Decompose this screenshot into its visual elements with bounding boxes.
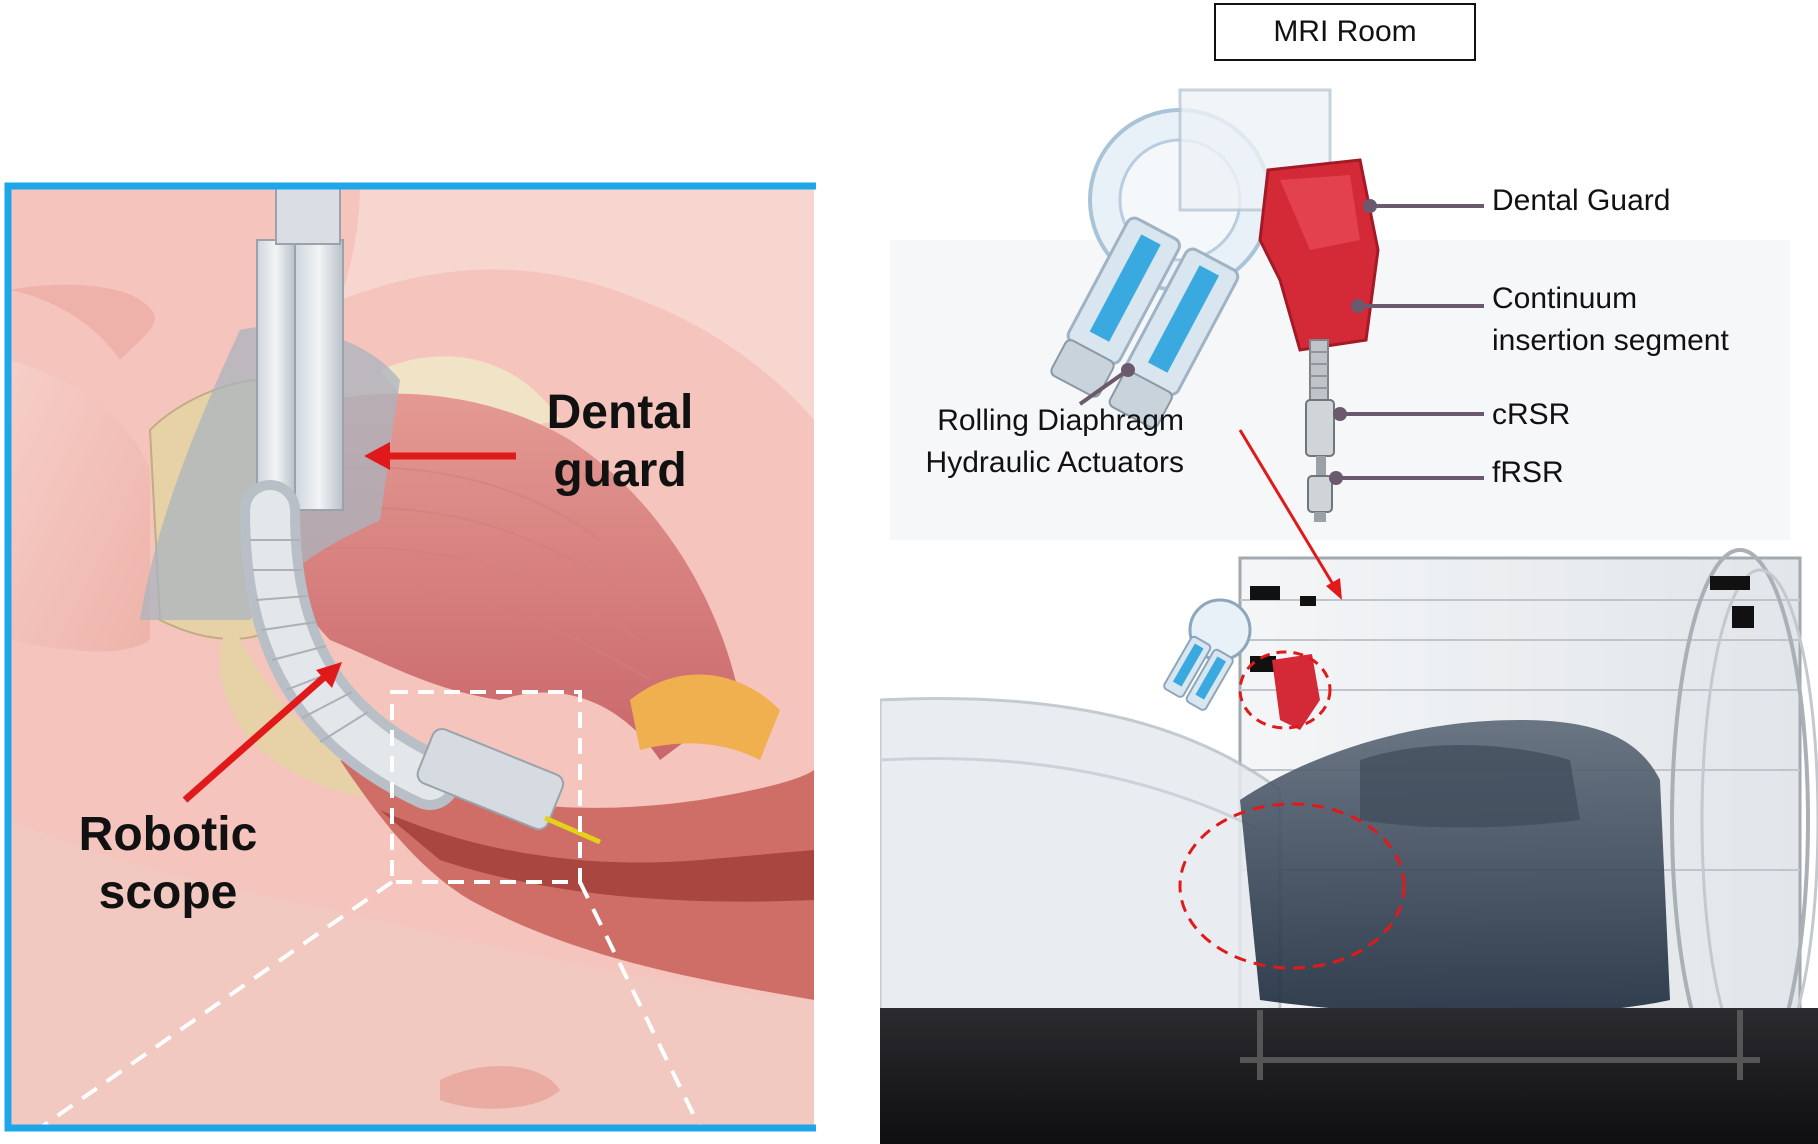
label-continuum: Continuum insertion segment xyxy=(1492,278,1729,362)
robot-detail xyxy=(1050,88,1380,522)
neck-shape xyxy=(10,820,814,1128)
leader-actuators xyxy=(1078,368,1130,406)
patient-body xyxy=(880,696,1282,1042)
table-legs xyxy=(1240,1010,1760,1080)
robotic-scope-label-line2: scope xyxy=(98,866,238,919)
mri-setup-illustration xyxy=(880,88,1818,1144)
label-continuum-line2: insertion segment xyxy=(1492,324,1729,357)
robotic-scope xyxy=(240,183,601,845)
robot-in-scanner xyxy=(1163,598,1320,730)
zoom-box xyxy=(390,690,582,884)
mri-room-label: MRI Room xyxy=(1273,15,1417,48)
zoom-arrow xyxy=(1238,429,1336,587)
airway-highlight-circle xyxy=(1178,802,1406,970)
ear-shape xyxy=(440,1066,560,1109)
label-actuators: Rolling Diaphragm Hydraulic Actuators xyxy=(894,400,1184,484)
label-continuum-line1: Continuum xyxy=(1492,282,1638,315)
epiglottis-shape xyxy=(630,674,780,760)
chin-shape xyxy=(10,360,150,652)
zoom-arrowhead xyxy=(1326,578,1342,600)
dental-guard-arrowhead xyxy=(364,442,390,470)
floor xyxy=(880,1008,1818,1144)
label-actuators-line1: Rolling Diaphragm xyxy=(937,404,1184,437)
zoom-line-left xyxy=(38,880,394,1130)
mri-room-label-box: MRI Room xyxy=(1214,3,1476,61)
label-actuators-line2: Hydraulic Actuators xyxy=(925,446,1184,479)
mri-setup-panel: MRI Room Dental Guard Continuum insertio… xyxy=(880,0,1818,1144)
jaw-lower xyxy=(219,620,420,798)
head-scan-detail xyxy=(1360,745,1580,828)
robotic-scope-arrowhead xyxy=(316,662,342,688)
dental-guard-label-line1: Dental xyxy=(546,386,694,439)
guard-highlight-circle xyxy=(1238,650,1332,730)
leader-dots xyxy=(1121,199,1377,485)
dental-guard-label-line2: guard xyxy=(553,444,687,497)
robotic-scope-arrow xyxy=(182,669,333,803)
frame-border xyxy=(4,182,816,1132)
label-crsr: cRSR xyxy=(1492,398,1571,431)
patient-body-line xyxy=(880,756,1261,832)
nasal-region xyxy=(340,184,814,420)
anatomy-illustration-panel: Dental guard Robotic scope xyxy=(0,0,820,1144)
lips-shape xyxy=(10,284,155,360)
label-dental-guard: Dental Guard xyxy=(1492,184,1671,217)
robotic-scope-label: Robotic scope xyxy=(58,806,278,922)
dental-guard-label: Dental guard xyxy=(520,384,720,500)
label-frsr: fRSR xyxy=(1492,456,1564,489)
leader-lines xyxy=(1078,204,1484,480)
robotic-scope-label-line1: Robotic xyxy=(78,808,258,861)
zoom-line-right xyxy=(578,881,702,1129)
airway-shape xyxy=(380,810,814,902)
anatomy-illustration xyxy=(4,182,816,1132)
